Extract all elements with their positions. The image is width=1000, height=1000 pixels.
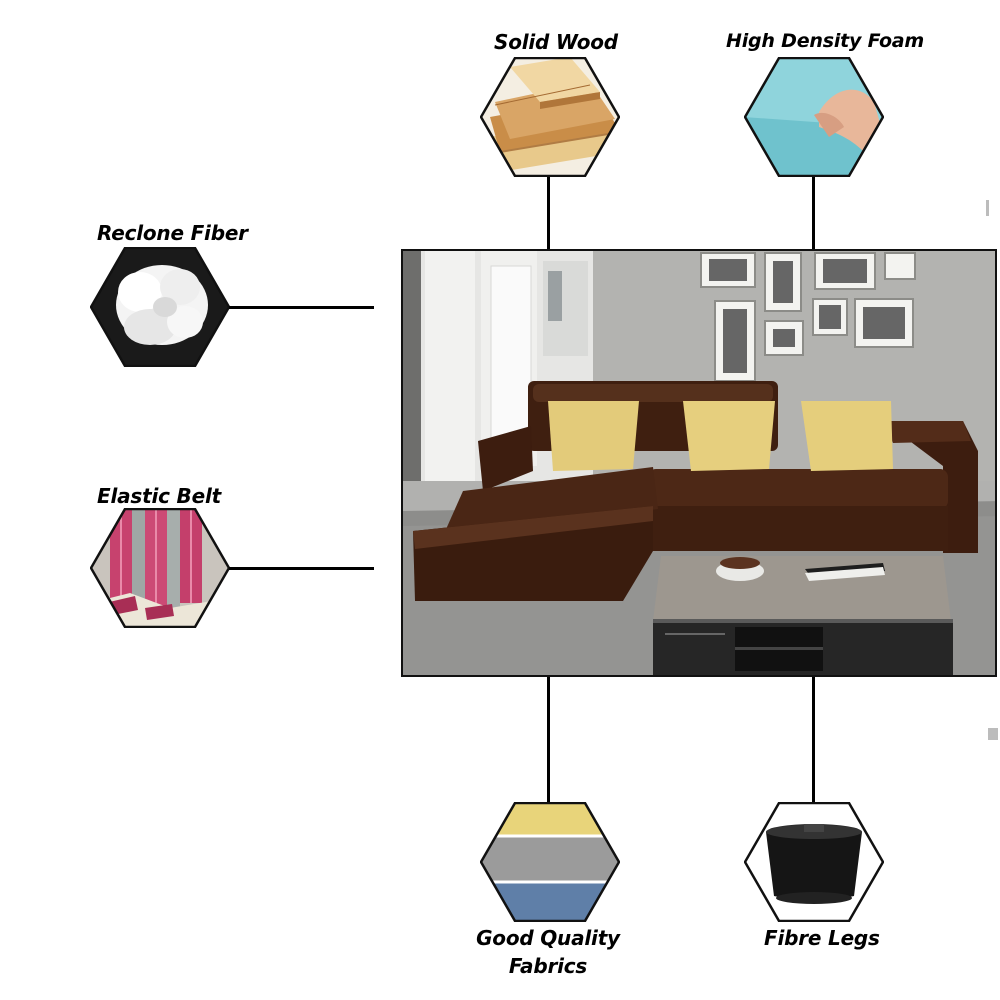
- solid-wood-connector: [547, 177, 550, 249]
- fibre-legs-label: Fibre Legs: [764, 926, 880, 950]
- solid-wood-label: Solid Wood: [494, 30, 618, 54]
- sofa-leg-icon: [744, 802, 884, 922]
- fabrics-connector: [547, 677, 550, 803]
- elastic-belt-connector: [229, 567, 374, 570]
- edge-mark-top: [986, 200, 989, 216]
- fabrics-label: Good Quality Fabrics: [470, 924, 626, 980]
- edge-mark-bottom: [988, 728, 998, 740]
- foam-connector: [812, 177, 815, 249]
- fabrics-label-line1: Good Quality: [476, 926, 620, 950]
- elastic-webbing-icon: [90, 508, 230, 628]
- wood-planks-icon: [480, 57, 620, 177]
- fabrics-label-line2: Fabrics: [508, 954, 588, 978]
- fabric-swatches-icon: [480, 802, 620, 922]
- reclone-fiber-connector: [229, 306, 374, 309]
- foam-block-icon: [744, 57, 884, 177]
- elastic-belt-label: Elastic Belt: [97, 484, 221, 508]
- reclone-fiber-label: Reclone Fiber: [97, 221, 248, 245]
- sofa-product-image: [401, 249, 997, 677]
- fibre-legs-connector: [812, 677, 815, 803]
- high-density-foam-label: High Density Foam: [726, 30, 925, 52]
- fiber-cotton-icon: [90, 247, 230, 367]
